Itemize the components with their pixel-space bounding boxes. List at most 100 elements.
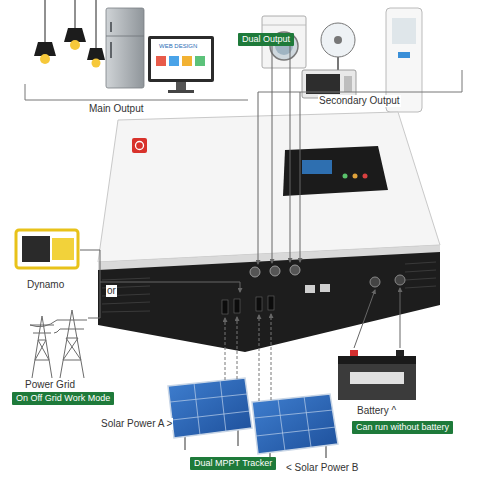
ac-display	[398, 52, 410, 58]
ac-vent	[392, 18, 416, 44]
lamp-bulb	[70, 40, 80, 50]
lcd-screen	[302, 160, 332, 174]
heat-sink-fin	[102, 302, 150, 304]
microwave-controls	[344, 76, 352, 92]
ac-port	[250, 267, 260, 277]
battery-wires	[354, 288, 400, 348]
panel-surface	[252, 394, 338, 454]
tower	[57, 310, 87, 378]
inverter-lower-body	[98, 245, 440, 352]
ac-port	[290, 265, 300, 275]
tag-box: Dual MPPT Tracker	[190, 457, 276, 470]
fridge-body	[106, 8, 144, 88]
lamp-cord	[75, 0, 76, 28]
tag-box: On Off Grid Work Mode	[12, 392, 114, 405]
screen-tile	[182, 56, 192, 66]
wire	[225, 318, 226, 380]
wire	[290, 46, 291, 262]
wire	[400, 288, 401, 348]
battery-post	[350, 350, 358, 356]
output-wires	[258, 46, 300, 264]
solar-panel-b	[252, 394, 338, 462]
panel-surface	[168, 378, 252, 438]
fan-hub	[334, 36, 342, 44]
caption-label: Main Output	[88, 103, 144, 115]
generator-frame	[16, 230, 78, 268]
wire	[272, 46, 273, 263]
wire	[80, 250, 240, 292]
fridge-handle	[110, 22, 112, 32]
tag-text: Dual Output	[242, 34, 290, 45]
screen-tile	[169, 56, 179, 66]
battery-label-plate	[350, 372, 404, 384]
inverter	[98, 112, 440, 352]
caption-label: Secondary Output	[318, 95, 401, 107]
pv-wires	[225, 314, 271, 401]
monitor-frame	[148, 36, 214, 82]
tower	[30, 316, 54, 378]
microwave-body	[302, 70, 356, 98]
battery-lid	[338, 356, 416, 364]
fan	[321, 23, 355, 70]
heat-sink-fin	[405, 278, 436, 280]
lamp-shade	[64, 28, 86, 42]
tag-box: Can run without battery	[352, 421, 453, 434]
inverter-cover	[98, 112, 440, 262]
pv-connector	[234, 299, 240, 313]
fridge-split	[106, 36, 144, 37]
panel-grid	[170, 380, 250, 435]
comm-port	[305, 285, 315, 293]
comm-port	[320, 284, 330, 292]
tag-box: Dual Output	[238, 33, 294, 46]
battery-terminal	[370, 277, 380, 287]
microwave-window	[306, 74, 340, 94]
panel-grid	[254, 396, 336, 451]
washer-panel	[262, 25, 306, 26]
lamp-bulb	[92, 59, 101, 68]
wire	[259, 315, 260, 401]
caption-label: or	[106, 285, 117, 297]
lamp-cord	[96, 0, 97, 48]
battery	[338, 350, 416, 400]
status-led	[363, 174, 368, 179]
fan-pole	[337, 57, 339, 70]
wire	[237, 317, 238, 379]
caption-label: Solar Power A >	[100, 418, 173, 430]
lamp-cord	[45, 0, 46, 42]
microwave	[302, 70, 356, 98]
wire	[300, 92, 301, 262]
fridge-handle	[110, 42, 112, 58]
heat-sink-fin	[102, 278, 150, 280]
pv-connector	[222, 300, 228, 314]
wire	[354, 290, 375, 348]
solar-panel-a	[168, 378, 252, 450]
lamp-bulb	[40, 54, 50, 64]
battery-post	[396, 350, 404, 356]
generator-tank	[52, 238, 74, 260]
wire	[88, 282, 100, 318]
logo-mark	[136, 142, 144, 150]
tag-text: Dual MPPT Tracker	[194, 458, 272, 469]
caption-label: Power Grid	[24, 379, 76, 391]
screen-tile	[195, 56, 205, 66]
battery-terminal	[395, 275, 405, 285]
input-wires	[80, 250, 240, 318]
caption-label: < Solar Power B	[285, 462, 360, 474]
heat-sink-fin	[405, 262, 436, 264]
inverter-edge	[98, 245, 440, 270]
ac-port	[270, 266, 280, 276]
fridge	[106, 8, 144, 88]
pv-connector	[268, 296, 274, 310]
fan-guard	[321, 23, 355, 57]
tag-text: Can run without battery	[356, 422, 449, 433]
wire	[258, 92, 259, 264]
power-line	[30, 320, 60, 333]
heat-sink-fin	[405, 286, 436, 288]
caption-label: Battery ^	[356, 405, 397, 417]
screen-tile	[156, 56, 166, 66]
monitor	[148, 36, 214, 93]
lamp-shade	[34, 42, 56, 56]
brand-logo	[132, 138, 147, 153]
